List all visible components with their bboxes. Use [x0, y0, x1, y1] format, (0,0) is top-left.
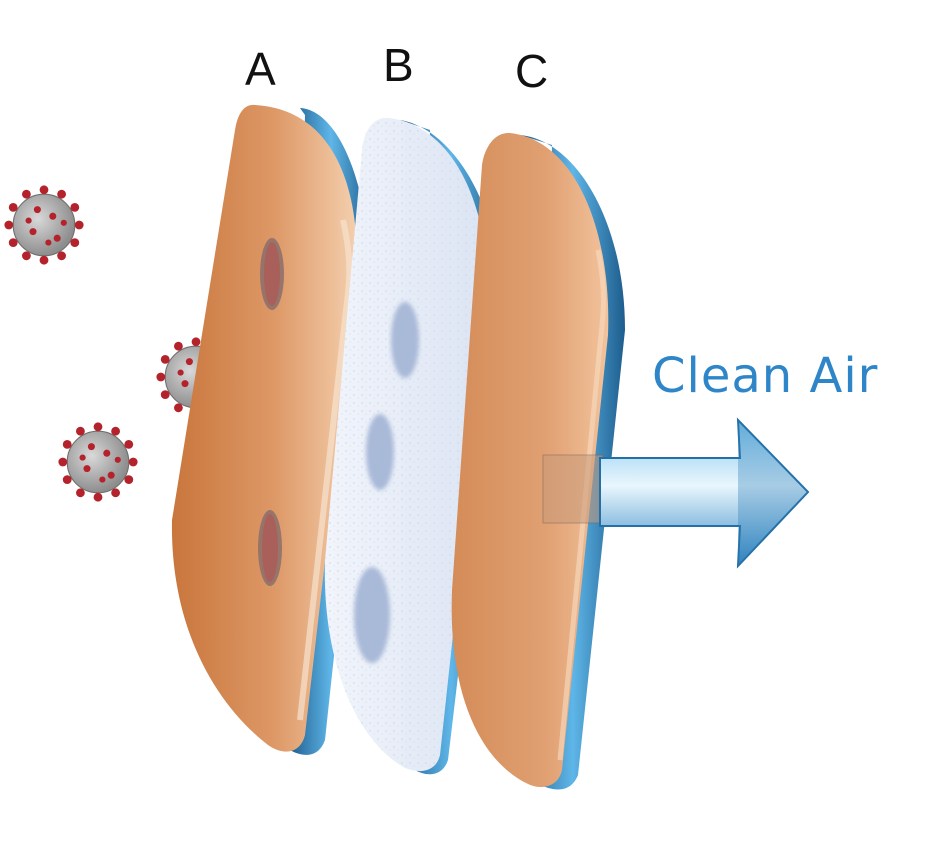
trapped-particle-icon — [391, 302, 419, 378]
layer-c-label: C — [515, 45, 549, 97]
trapped-particle-icon — [366, 414, 394, 490]
virus-icon — [57, 421, 139, 503]
trapped-particle-icon — [258, 510, 282, 586]
layer-a-label: A — [245, 43, 276, 95]
trapped-particle-icon — [354, 567, 390, 663]
layer-b-label: B — [383, 39, 414, 91]
clean-air-label: Clean Air — [652, 348, 879, 404]
arrow-right-icon — [542, 417, 810, 569]
virus-icon — [3, 184, 85, 266]
trapped-particle-icon — [260, 238, 284, 310]
